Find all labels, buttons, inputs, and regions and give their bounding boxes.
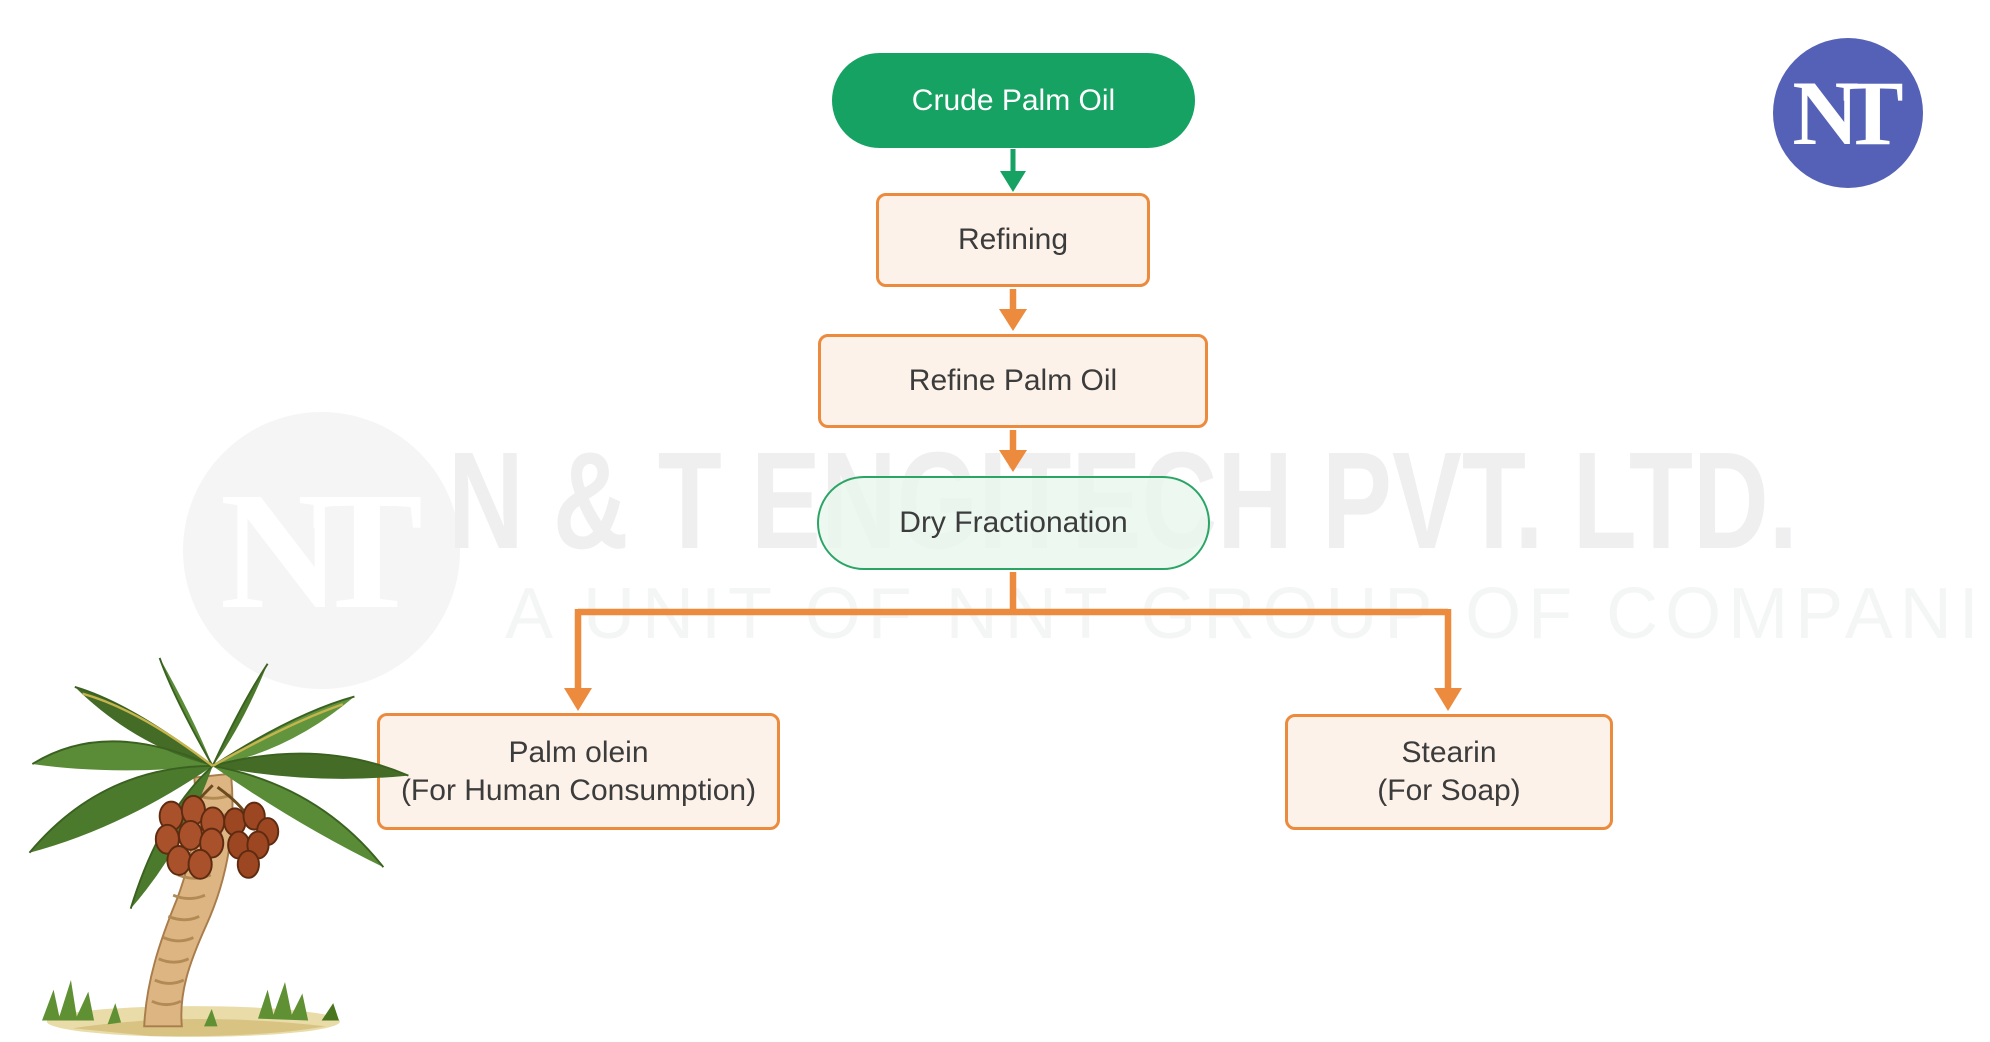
node-crude-palm-oil: Crude Palm Oil <box>832 53 1195 148</box>
palm-tree-icon <box>28 657 409 1037</box>
palm-grass <box>42 980 309 1027</box>
nt-company-logo-icon: NT <box>1773 38 1923 188</box>
palm-fruit-bunches <box>154 784 280 880</box>
node-stearin: Stearin (For Soap) <box>1285 714 1613 830</box>
node-refining: Refining <box>876 193 1150 287</box>
watermark-nt-monogram: NT <box>219 457 423 644</box>
palm-sand-shade <box>72 1019 326 1037</box>
node-dry-fractionation: Dry Fractionation <box>817 476 1210 570</box>
arrow-refine-palm-oil-to-dry-fractionation <box>999 430 1027 472</box>
node-palm-olein: Palm olein (For Human Consumption) <box>377 713 780 830</box>
node-crude-palm-oil-label: Crude Palm Oil <box>911 83 1116 117</box>
node-stearin-label-line2: (For Soap) <box>1377 774 1521 807</box>
arrow-crude-to-refining <box>1000 149 1026 192</box>
watermark-nt-circle: NT <box>183 412 460 689</box>
node-dry-fractionation-label: Dry Fractionation <box>899 506 1128 539</box>
palm-grass-dark <box>321 1003 339 1021</box>
branch-dry-fractionation-outputs <box>564 572 1462 711</box>
node-refining-label: Refining <box>957 223 1069 256</box>
node-stearin-label-line1: Stearin <box>1401 736 1497 769</box>
nt-logo-monogram: NT <box>1792 62 1903 164</box>
node-palm-olein-label-line1: Palm olein <box>508 735 649 769</box>
node-palm-olein-label-line2: (For Human Consumption) <box>400 773 757 807</box>
node-refine-palm-oil-label: Refine Palm Oil <box>908 364 1118 397</box>
arrow-refining-to-refine-palm-oil <box>999 289 1027 331</box>
node-refine-palm-oil: Refine Palm Oil <box>818 334 1208 428</box>
